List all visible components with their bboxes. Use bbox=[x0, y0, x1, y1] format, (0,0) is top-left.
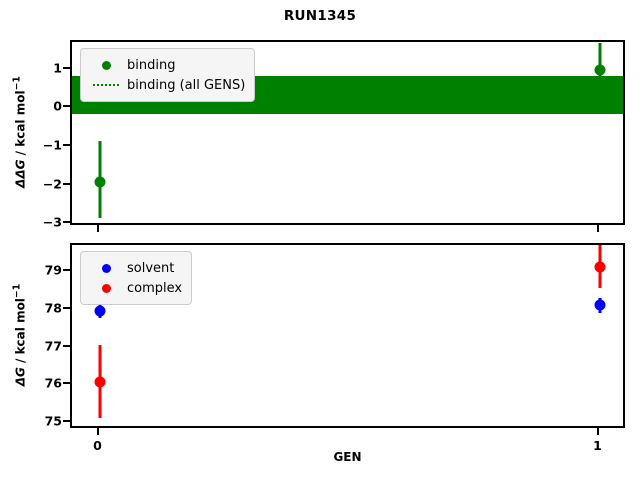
legend-label: binding (all GENS) bbox=[127, 77, 246, 93]
solvent-data-point bbox=[594, 299, 605, 311]
top-y-tick-label: 1 bbox=[53, 60, 62, 76]
binding-data-point bbox=[594, 64, 605, 76]
x-tick-mark bbox=[596, 428, 599, 435]
top-y-tick-mark bbox=[63, 182, 70, 185]
legend-key-marker bbox=[89, 60, 123, 70]
legend-key-marker bbox=[89, 263, 123, 273]
x-tick-mark bbox=[96, 225, 99, 232]
x-tick-mark bbox=[596, 225, 599, 232]
bottom-y-tick-mark bbox=[63, 382, 70, 385]
legend-label: binding bbox=[127, 57, 176, 73]
bottom-y-tick-label: 79 bbox=[44, 262, 62, 278]
legend-label: solvent bbox=[127, 260, 175, 276]
legend-marker-icon bbox=[101, 60, 111, 70]
x-tick-label: 0 bbox=[93, 438, 102, 453]
legend-marker-icon bbox=[101, 283, 111, 293]
legend-key-marker bbox=[89, 283, 123, 293]
bottom-ylabel-exponent: −1 bbox=[11, 283, 22, 298]
top-y-tick-mark bbox=[63, 105, 70, 108]
legend-entry[interactable]: complex bbox=[89, 278, 182, 298]
binding-error-bar bbox=[598, 42, 601, 76]
top-y-tick-label: −1 bbox=[42, 137, 62, 153]
legend-marker-icon bbox=[101, 263, 111, 273]
top-panel-plot-area bbox=[70, 40, 625, 225]
legend-entry[interactable]: solvent bbox=[89, 258, 182, 278]
bottom-y-tick-mark bbox=[63, 420, 70, 423]
bottom-y-tick-mark bbox=[63, 306, 70, 309]
bottom-panel-legend: solvent complex bbox=[80, 251, 193, 305]
binding-data-point bbox=[94, 176, 105, 188]
solvent-data-point bbox=[94, 305, 105, 317]
top-panel-legend: binding binding (all GENS) bbox=[80, 48, 256, 102]
legend-key-line bbox=[89, 84, 123, 86]
bottom-y-tick-label: 75 bbox=[44, 413, 62, 429]
bottom-y-tick-mark bbox=[63, 269, 70, 272]
top-y-tick-mark bbox=[63, 144, 70, 147]
bottom-y-tick-label: 76 bbox=[44, 375, 62, 391]
bottom-y-tick-mark bbox=[63, 344, 70, 347]
top-ylabel-exponent: −1 bbox=[11, 75, 22, 90]
legend-dotted-line-icon bbox=[93, 84, 119, 86]
top-y-tick-label: 0 bbox=[53, 98, 62, 114]
x-axis-label: GEN bbox=[333, 450, 362, 464]
top-y-tick-label: −3 bbox=[42, 214, 62, 230]
top-y-tick-label: −2 bbox=[42, 176, 62, 192]
binding (all GENS)-mean-line bbox=[72, 94, 623, 97]
x-tick-mark bbox=[96, 428, 99, 435]
legend-entry[interactable]: binding bbox=[89, 55, 245, 75]
bottom-y-tick-label: 77 bbox=[44, 338, 62, 354]
top-y-tick-mark bbox=[63, 221, 70, 224]
complex-data-point bbox=[94, 376, 105, 388]
complex-data-point bbox=[594, 261, 605, 273]
figure-title: RUN1345 bbox=[283, 8, 357, 24]
top-y-tick-mark bbox=[63, 66, 70, 69]
legend-entry[interactable]: binding (all GENS) bbox=[89, 75, 245, 95]
x-tick-label: 1 bbox=[593, 438, 602, 453]
bottom-y-tick-label: 78 bbox=[44, 300, 62, 316]
legend-label: complex bbox=[127, 280, 183, 296]
